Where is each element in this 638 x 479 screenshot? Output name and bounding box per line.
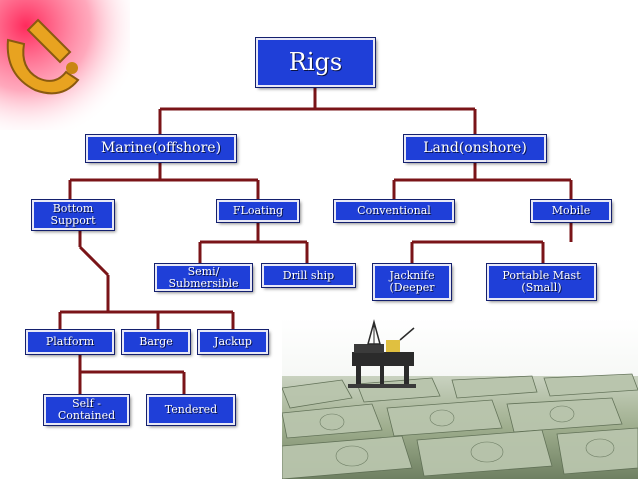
node-marine-offshore: Marine(offshore): [85, 134, 237, 163]
photo-illustration: [282, 318, 638, 479]
node-conventional-label: Conventional: [357, 204, 431, 218]
node-semi-line2: Submersible: [168, 276, 239, 290]
node-self-contained-line2: Contained: [57, 409, 116, 422]
node-portable-mast: Portable Mast (Small): [486, 263, 597, 301]
node-land-label: Land(onshore): [423, 140, 527, 157]
node-drill-ship-label: Drill ship: [282, 268, 335, 282]
node-jacknife: Jacknife (Deeper: [372, 263, 452, 301]
node-jackup: Jackup: [197, 329, 269, 355]
node-bottom-support-line1: Bottom: [52, 202, 94, 216]
node-tendered: Tendered: [146, 394, 236, 426]
node-jacknife-line1: Jacknife: [389, 269, 435, 283]
oil-rig-on-money-photo: [282, 318, 638, 479]
node-platform-label: Platform: [45, 335, 95, 349]
node-portable-mast-line2: (Small): [521, 281, 562, 294]
node-bottom-support: Bottom Support: [31, 199, 115, 231]
node-mobile: Mobile: [530, 199, 612, 223]
node-drill-ship: Drill ship: [261, 263, 356, 288]
node-barge: Barge: [121, 329, 191, 355]
node-tendered-label: Tendered: [164, 403, 218, 417]
node-barge-label: Barge: [139, 335, 173, 349]
node-portable-mast-line1: Portable Mast: [502, 269, 581, 283]
node-jackup-label: Jackup: [214, 335, 252, 349]
node-platform: Platform: [25, 329, 115, 355]
node-floating-label: FLoating: [232, 204, 284, 218]
node-conventional: Conventional: [333, 199, 455, 223]
corner-emblem-icon: [0, 0, 130, 130]
node-rigs-label: Rigs: [288, 47, 343, 76]
node-jacknife-line2: (Deeper: [389, 281, 435, 294]
node-semi-line1: Semi/: [187, 264, 220, 278]
node-rigs: Rigs: [255, 37, 376, 88]
node-self-contained-line1: Self -: [72, 397, 101, 411]
node-mobile-label: Mobile: [551, 204, 591, 218]
node-marine-label: Marine(offshore): [100, 140, 222, 157]
node-self-contained: Self - Contained: [43, 394, 130, 426]
node-bottom-support-line2: Support: [50, 214, 96, 227]
node-floating: FLoating: [216, 199, 300, 223]
node-land-onshore: Land(onshore): [403, 134, 547, 163]
node-semi-submersible: Semi/ Submersible: [154, 263, 253, 292]
